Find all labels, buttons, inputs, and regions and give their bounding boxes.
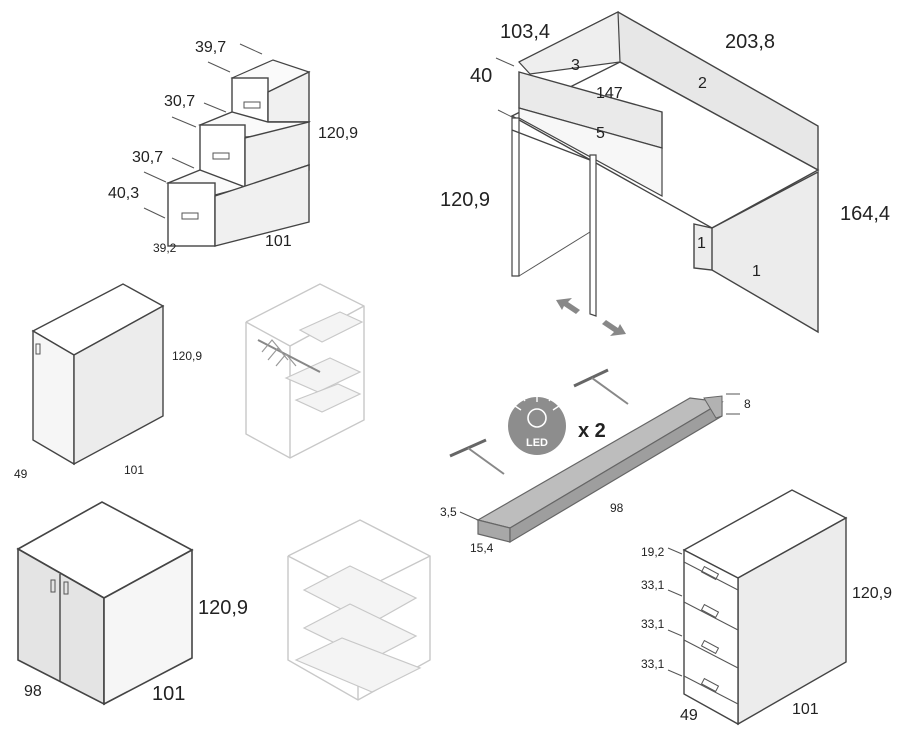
drawer-height-3: 33,1 xyxy=(641,617,665,631)
led-shelf-thickness: 3,5 xyxy=(440,505,457,519)
led-bulb-icon xyxy=(508,397,566,455)
led-shelf-length: 98 xyxy=(610,501,624,515)
drawer-unit-width: 101 xyxy=(792,701,819,718)
stair-total-height: 120,9 xyxy=(318,125,358,142)
desk-part-5: 5 xyxy=(596,125,605,142)
shelf-bracket xyxy=(573,368,629,405)
desk-part-2: 2 xyxy=(698,75,707,92)
double-cabinet-width: 101 xyxy=(152,683,185,705)
door-handle xyxy=(50,579,56,593)
stair-dim-4: 40,3 xyxy=(108,185,139,202)
led-shelf: LED x 2 8 98 3,5 15,4 xyxy=(440,368,751,555)
drawer-handle xyxy=(243,101,261,109)
desk-part-3: 3 xyxy=(571,57,580,74)
shelving-interior-ghost xyxy=(287,519,431,701)
desk: 103,4 203,8 40 120,9 164,4 147 3 2 5 1 1 xyxy=(440,11,890,336)
stair-width: 101 xyxy=(265,233,292,250)
stair-dim-2: 30,7 xyxy=(164,93,195,110)
drawer-handle xyxy=(700,565,720,581)
desk-right-height: 164,4 xyxy=(840,203,890,225)
desk-width: 203,8 xyxy=(725,31,775,53)
stair-depth: 39,2 xyxy=(153,241,177,255)
single-cabinet-depth: 49 xyxy=(14,467,28,481)
desk-inner: 147 xyxy=(596,85,623,102)
drawer-handle xyxy=(181,212,199,220)
drawer-height-2: 33,1 xyxy=(641,578,665,592)
stair-unit: 39,7 30,7 30,7 40,3 120,9 39,2 101 xyxy=(108,39,358,255)
stair-dim-1: 39,7 xyxy=(195,39,226,56)
led-shelf-height: 8 xyxy=(744,397,751,411)
door-handle xyxy=(63,581,69,595)
led-shelf-depth: 15,4 xyxy=(470,541,494,555)
drawer-height-4: 33,1 xyxy=(641,657,665,671)
desk-depth: 103,4 xyxy=(500,21,550,43)
door-handle xyxy=(35,343,41,355)
double-cabinet: 120,9 98 101 xyxy=(16,501,248,706)
single-cabinet-height: 120,9 xyxy=(172,349,202,363)
wardrobe-interior-ghost xyxy=(245,283,365,459)
double-cabinet-height: 120,9 xyxy=(198,597,248,619)
desk-part-1a: 1 xyxy=(697,235,706,252)
drawer-unit-depth: 49 xyxy=(680,707,698,724)
double-cabinet-depth: 98 xyxy=(24,683,42,700)
shelf-bracket xyxy=(449,438,505,475)
drawer-unit: 19,2 33,1 33,1 33,1 120,9 49 101 xyxy=(641,489,892,726)
single-cabinet-width: 101 xyxy=(124,463,144,477)
desk-part-1b: 1 xyxy=(752,263,761,280)
desk-left-height: 120,9 xyxy=(440,189,490,211)
led-badge-label: LED xyxy=(526,437,548,449)
drawer-handle xyxy=(700,603,720,619)
drawer-height-1: 19,2 xyxy=(641,545,665,559)
drawer-handle xyxy=(700,639,720,655)
desk-top-height: 40 xyxy=(470,65,492,87)
drawer-handle xyxy=(700,677,720,693)
drawer-unit-height: 120,9 xyxy=(852,585,892,602)
stair-dim-3: 30,7 xyxy=(132,149,163,166)
drawer-handle xyxy=(212,152,230,160)
single-cabinet: 120,9 49 101 xyxy=(14,283,202,481)
led-multiplier: x 2 xyxy=(578,420,606,442)
